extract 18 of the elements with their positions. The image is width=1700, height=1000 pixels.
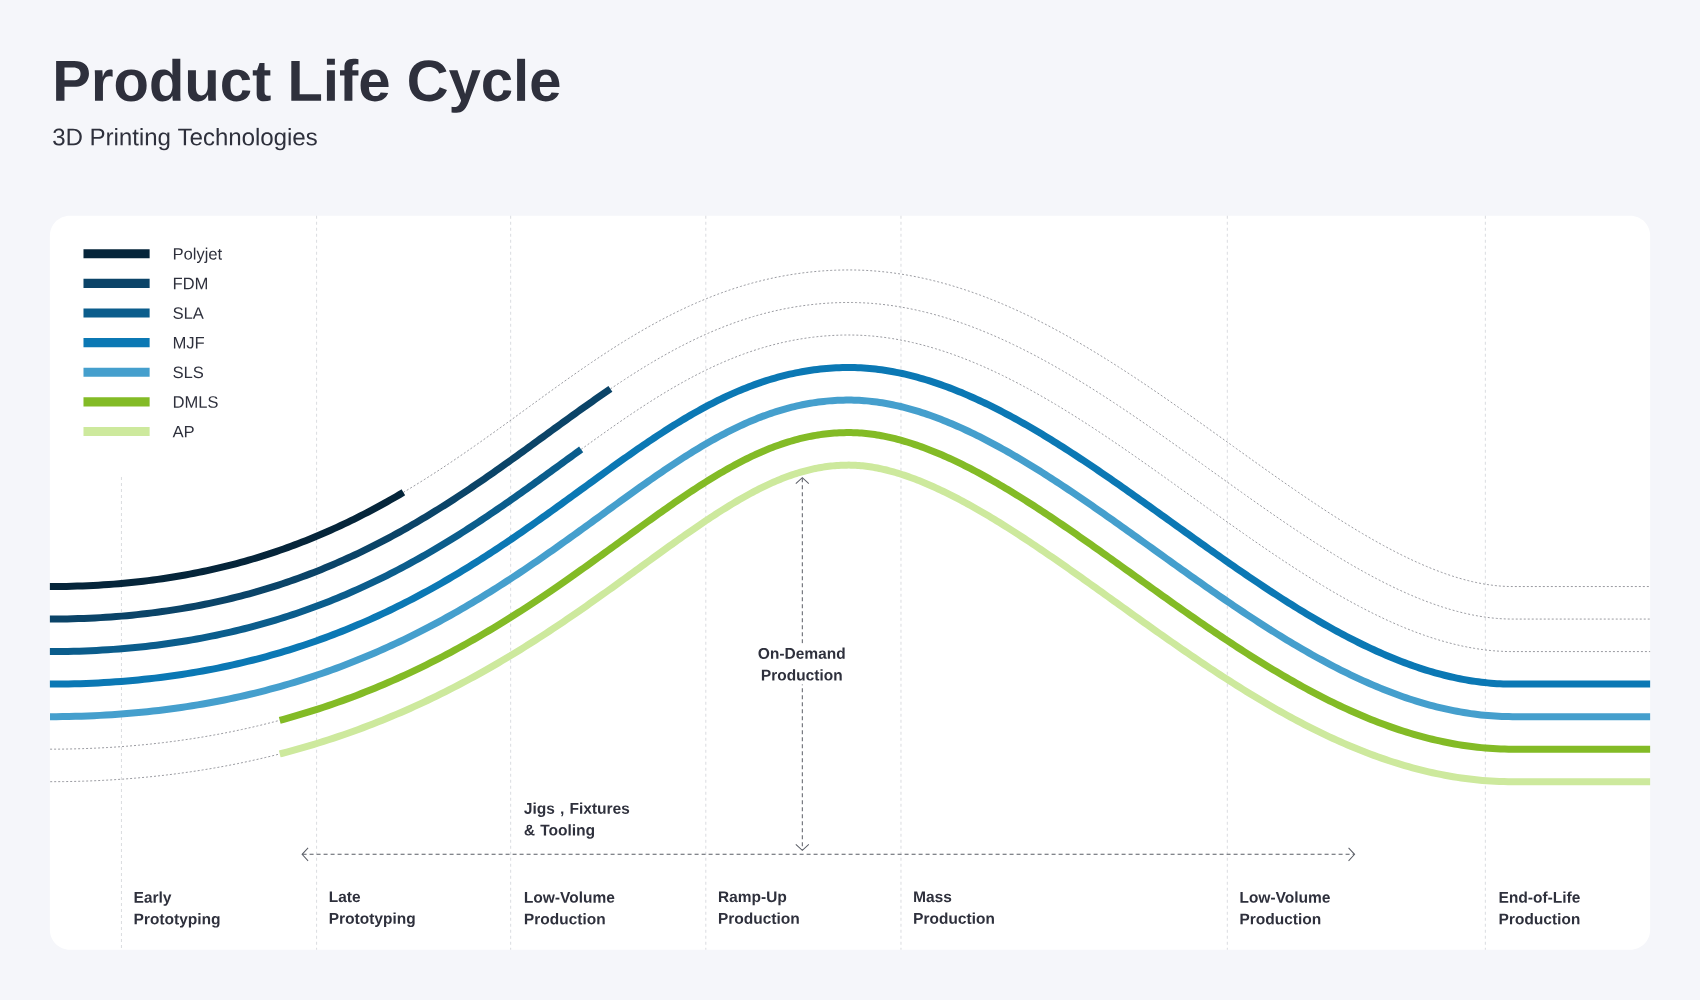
legend-label: Polyjet xyxy=(173,247,222,263)
stage-label: Late Prototyping xyxy=(329,891,415,928)
stage-label: Early Prototyping xyxy=(134,891,220,928)
subtitle: 3D Printing Technologies xyxy=(53,127,317,151)
stage-label: Low-Volume Production xyxy=(1240,891,1330,925)
stage-label: Low-Volume Production xyxy=(524,891,615,925)
title: Product Life Cycle xyxy=(56,58,560,113)
stage-label: End-of-Life Production xyxy=(1499,891,1580,925)
legend-label: SLS xyxy=(173,366,203,379)
stage-label: Ramp-Up Production xyxy=(719,891,799,924)
legend-label: MJF xyxy=(173,337,204,349)
legend-label: AP xyxy=(172,426,194,438)
legend-label: FDM xyxy=(173,277,207,290)
annotation-label: On-Demand Production xyxy=(747,643,856,685)
legend-label: SLA xyxy=(173,307,204,319)
legend-label: DMLS xyxy=(173,396,218,408)
stage-label: Mass Production xyxy=(914,891,994,924)
annotation-label: Jigs , Fixtures & Tooling xyxy=(524,802,630,839)
